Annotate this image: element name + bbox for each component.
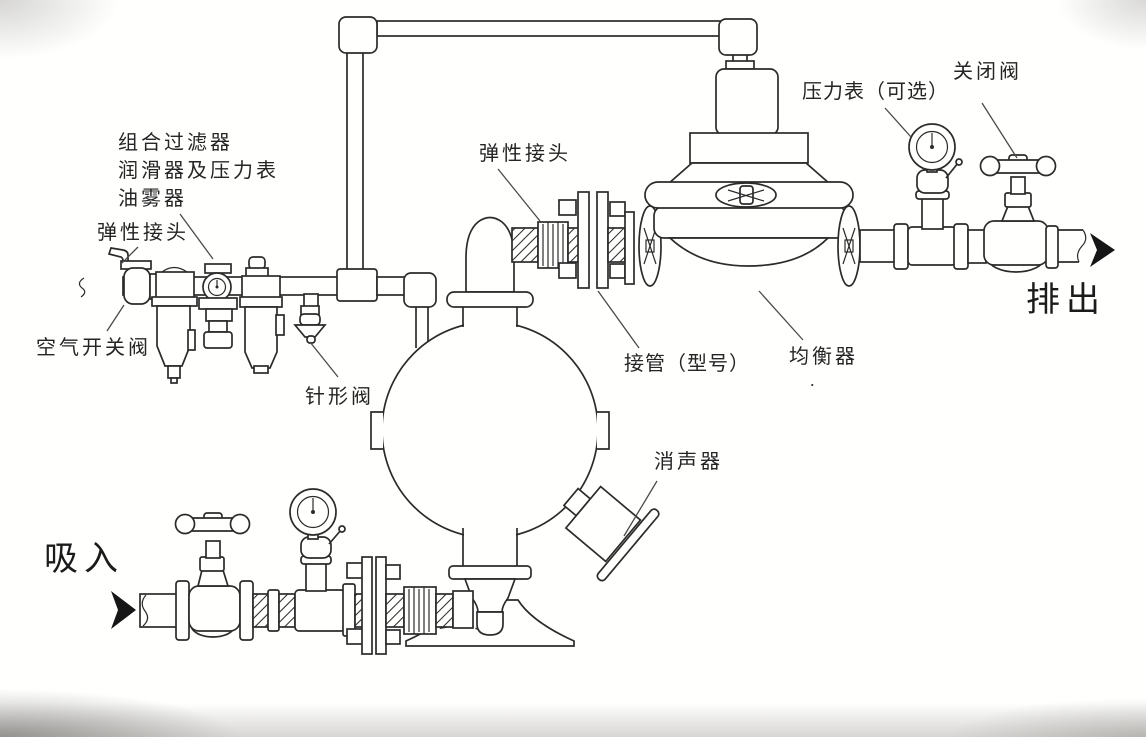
label-filter-group: 组合过滤器 润滑器及压力表 油雾器 xyxy=(118,129,279,213)
shutoff-valve xyxy=(979,154,1057,273)
label-needle-valve: 针形阀 xyxy=(305,386,374,408)
flexible-joint-bellows xyxy=(537,221,569,269)
air-inlet-line xyxy=(78,247,437,384)
pump-neck-collar xyxy=(446,291,534,308)
label-muffler: 消声器 xyxy=(654,451,723,473)
leader-pipe-connection xyxy=(597,290,640,349)
pipe-clamp xyxy=(837,205,861,287)
overhead-air-pipe xyxy=(338,16,758,272)
label-air-switch-valve: 空气开关阀 xyxy=(36,337,151,359)
pipe-elbow-left xyxy=(338,16,378,54)
discharge-arrow-icon xyxy=(1090,233,1115,267)
pump-right-tab xyxy=(597,411,610,450)
label-filter-group-line3: 油雾器 xyxy=(118,188,187,210)
label-pressure-gauge-optional: 压力表（可选） xyxy=(802,81,949,103)
needle-valve xyxy=(293,293,327,344)
flange-bolt xyxy=(385,564,401,580)
pipe-elbow-right xyxy=(718,18,758,56)
flange-bolt xyxy=(346,628,364,645)
leader-air-switch-valve xyxy=(106,304,125,332)
pump-air-dome xyxy=(465,216,515,293)
label-shutoff-valve: 关闭阀 xyxy=(953,61,1022,83)
muffler-assembly xyxy=(562,485,660,582)
suction-valve xyxy=(174,512,251,638)
pipe-tee-block xyxy=(336,268,378,302)
flexible-joint-bellows xyxy=(403,586,437,635)
gauge-tee xyxy=(907,226,957,266)
cap-clamp xyxy=(715,182,777,208)
filter-unit xyxy=(151,266,198,384)
flange-bolt xyxy=(609,201,626,217)
label-filter-group-line1: 组合过滤器 xyxy=(118,132,233,154)
equalizer-body xyxy=(653,205,847,239)
label-equalizer-dot: . xyxy=(810,370,815,390)
equalizer-unit xyxy=(644,68,861,287)
down-elbow xyxy=(403,272,437,308)
diaphragm-pump xyxy=(370,216,610,647)
pressure-gauge xyxy=(289,488,337,540)
flange-bolt xyxy=(558,262,577,279)
leader-shutoff-valve xyxy=(981,102,1018,159)
suction-line xyxy=(111,488,474,655)
label-suction: 吸入 xyxy=(44,541,124,578)
label-equalizer: 均衡器 xyxy=(789,346,858,368)
leader-filter-group xyxy=(179,213,214,260)
leader-flexible-joint-pump xyxy=(497,168,541,222)
valve-handle xyxy=(979,154,1057,177)
pump-discharge-piping xyxy=(511,191,662,289)
discharge-line xyxy=(859,123,1115,273)
pipe-connection-flange xyxy=(361,556,387,655)
pump-left-tab xyxy=(370,411,383,450)
pump-inlet-flange xyxy=(448,565,532,580)
flange-bolt xyxy=(609,263,626,279)
suction-arrow-icon xyxy=(111,591,136,629)
gauge-tee xyxy=(294,589,346,632)
regulator-unit xyxy=(198,263,238,349)
flange-bolt xyxy=(346,562,364,579)
label-flexible-joint-pump: 弹性接头 xyxy=(479,143,571,165)
label-flexible-joint-air: 弹性接头 xyxy=(97,222,189,244)
valve-lever xyxy=(107,247,129,263)
pressure-gauge xyxy=(908,123,956,173)
label-pipe-connection: 接管（型号） xyxy=(624,353,750,375)
leader-pressure-gauge xyxy=(884,107,912,138)
air-switch-valve xyxy=(107,247,152,305)
leader-equalizer xyxy=(758,290,804,341)
leader-muffler xyxy=(623,480,658,537)
gauge-isolation-valve xyxy=(916,158,963,194)
valve-handle xyxy=(174,512,251,535)
leader-needle-valve xyxy=(309,341,339,378)
flange-bolt xyxy=(385,629,401,645)
leader-flexible-joint-air xyxy=(121,246,139,264)
flange-bolt xyxy=(558,199,577,216)
label-filter-group-line2: 润滑器及压力表 xyxy=(118,160,279,182)
pipe-connection-flange xyxy=(577,191,609,289)
leader-lines xyxy=(106,102,1018,537)
label-discharge: 排出 xyxy=(1026,282,1106,319)
lubricator-unit xyxy=(239,256,285,374)
